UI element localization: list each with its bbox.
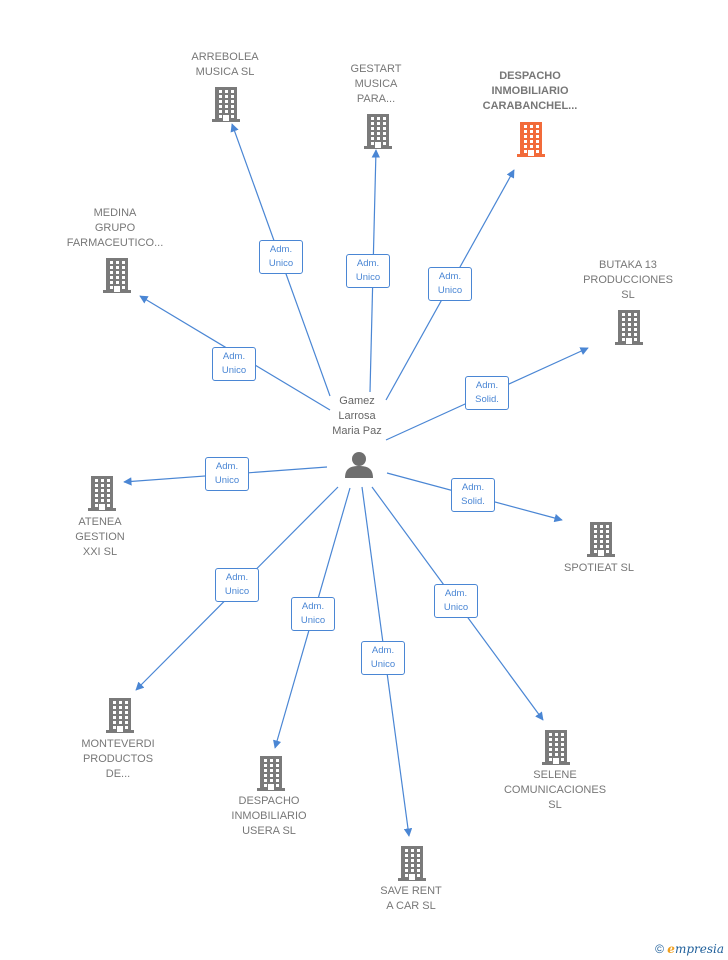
node-label-atenea[interactable]: ATENEA GESTION XXI SL	[75, 516, 125, 558]
building-icon-butaka[interactable]	[614, 309, 644, 345]
node-label-medina[interactable]: MEDINA GRUPO FARMACEUTICO...	[66, 207, 164, 249]
role-badge-atenea[interactable]: Adm. Unico	[205, 457, 249, 491]
building-icon-arrebolea[interactable]	[211, 86, 241, 122]
role-badge-monteverdi[interactable]: Adm. Unico	[215, 568, 259, 602]
role-badge-spotieat[interactable]: Adm. Solid.	[451, 478, 495, 512]
role-badge-butaka[interactable]: Adm. Solid.	[465, 376, 509, 410]
role-badge-despacho-usera[interactable]: Adm. Unico	[291, 597, 335, 631]
building-icon-despacho-usera[interactable]	[256, 755, 286, 791]
building-icon-selene[interactable]	[541, 729, 571, 765]
role-badge-medina[interactable]: Adm. Unico	[212, 347, 256, 381]
role-badge-selene[interactable]: Adm. Unico	[434, 584, 478, 618]
copyright-symbol: ©	[655, 942, 664, 956]
empresia-logo: empresia	[667, 942, 724, 956]
building-icon-monteverdi[interactable]	[105, 697, 135, 733]
node-label-selene[interactable]: SELENE COMUNICACIONES SL	[503, 769, 607, 811]
node-label-butaka[interactable]: BUTAKA 13 PRODUCCIONES SL	[583, 259, 673, 301]
person-icon[interactable]	[343, 448, 375, 480]
building-icon-save-rent[interactable]	[397, 845, 427, 881]
building-icon-medina[interactable]	[102, 257, 132, 293]
building-icon-gestart[interactable]	[363, 113, 393, 149]
building-icon-spotieat[interactable]	[586, 521, 616, 557]
node-label-monteverdi[interactable]: MONTEVERDI PRODUCTOS DE...	[81, 738, 155, 780]
node-label-arrebolea[interactable]: ARREBOLEA MUSICA SL	[191, 51, 259, 78]
role-badge-despacho-carabanchel[interactable]: Adm. Unico	[428, 267, 472, 301]
footer-brand: © empresia	[655, 942, 724, 956]
node-label-gestart[interactable]: GESTART MUSICA PARA...	[350, 63, 402, 105]
edges	[123, 123, 589, 837]
role-badge-gestart[interactable]: Adm. Unico	[346, 254, 390, 288]
node-label-spotieat[interactable]: SPOTIEAT SL	[564, 562, 634, 574]
building-icon-despacho-carabanchel[interactable]	[516, 121, 546, 157]
role-badge-save-rent[interactable]: Adm. Unico	[361, 641, 405, 675]
node-label-despacho-carabanchel[interactable]: DESPACHO INMOBILIARIO CARABANCHEL...	[482, 70, 578, 112]
center-person-name[interactable]: Gamez Larrosa Maria Paz	[332, 395, 382, 437]
building-icon-atenea[interactable]	[87, 475, 117, 511]
role-badge-arrebolea[interactable]: Adm. Unico	[259, 240, 303, 274]
node-label-save-rent[interactable]: SAVE RENT A CAR SL	[380, 885, 442, 912]
node-label-despacho-usera[interactable]: DESPACHO INMOBILIARIO USERA SL	[231, 795, 307, 837]
